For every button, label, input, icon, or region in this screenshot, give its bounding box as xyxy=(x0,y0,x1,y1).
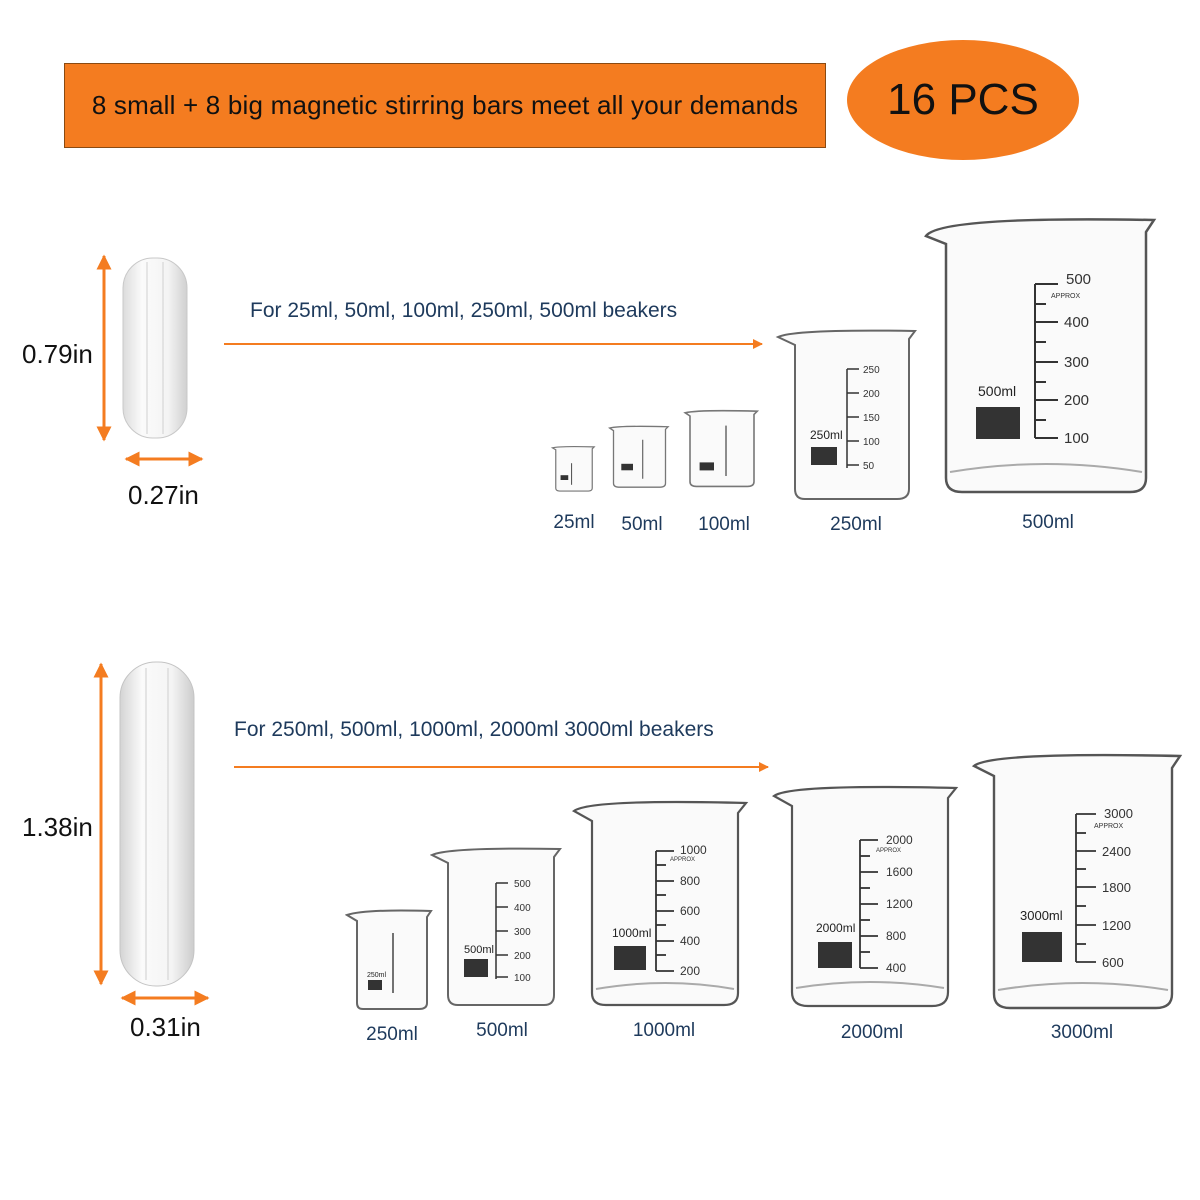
quantity-badge: 16 PCS xyxy=(847,40,1079,160)
svg-text:50: 50 xyxy=(863,461,875,472)
svg-text:100: 100 xyxy=(514,973,531,984)
beaker-250ml-label-patch xyxy=(811,447,837,465)
beaker-500ml-big-set: 500 400 300 200 100 500ml xyxy=(430,847,562,1006)
headline-banner: 8 small + 8 big magnetic stirring bars m… xyxy=(64,63,826,148)
beaker-250ml-big-set: 250ml xyxy=(345,909,433,1010)
capacity-label-250ml-big: 250ml xyxy=(366,1024,418,1045)
svg-text:400: 400 xyxy=(1064,314,1089,331)
svg-text:250: 250 xyxy=(863,365,880,376)
beaker-1000ml: 1000 APPROX 800 600 400 200 1000ml xyxy=(571,800,749,1007)
svg-text:400: 400 xyxy=(680,934,700,948)
beaker-250ml-small-set: 250 200 150 100 50 250ml xyxy=(775,329,917,500)
svg-text:3000ml: 3000ml xyxy=(1020,908,1063,923)
beaker-500ml-small-set: 500 APPROX 400 300 200 100 500ml xyxy=(924,218,1157,494)
capacity-label-250ml: 250ml xyxy=(830,514,882,535)
svg-text:1600: 1600 xyxy=(886,865,913,879)
svg-text:400: 400 xyxy=(886,961,906,975)
small-stir-bar-diagram xyxy=(96,254,204,467)
svg-text:1200: 1200 xyxy=(886,897,913,911)
small-width-label: 0.27in xyxy=(128,480,199,510)
svg-text:APPROX: APPROX xyxy=(1051,293,1081,300)
capacity-label-1000ml: 1000ml xyxy=(632,1020,696,1041)
svg-text:1000: 1000 xyxy=(680,843,707,857)
svg-text:2000ml: 2000ml xyxy=(816,921,855,935)
small-section-caption: For 25ml, 50ml, 100ml, 250ml, 500ml beak… xyxy=(250,299,678,322)
beaker-250ml-scale xyxy=(847,368,859,466)
svg-text:3000: 3000 xyxy=(1104,806,1133,821)
beaker-500ml-label-patch xyxy=(976,407,1020,439)
svg-text:250ml: 250ml xyxy=(810,428,843,442)
capacity-label-500ml-big: 500ml xyxy=(476,1020,528,1041)
beaker-25ml xyxy=(550,445,596,492)
svg-text:600: 600 xyxy=(1102,955,1124,970)
capacity-label-3000ml: 3000ml xyxy=(1050,1022,1114,1043)
svg-text:800: 800 xyxy=(886,929,906,943)
capacity-label-2000ml: 2000ml xyxy=(840,1022,904,1043)
svg-text:250ml: 250ml xyxy=(367,972,387,979)
big-stir-bar xyxy=(119,661,195,987)
svg-text:500: 500 xyxy=(1066,271,1091,288)
big-stir-bar-diagram xyxy=(93,661,210,1006)
svg-text:400: 400 xyxy=(514,903,531,914)
svg-text:2000: 2000 xyxy=(886,833,913,847)
svg-text:100: 100 xyxy=(1064,430,1089,447)
beaker-50ml xyxy=(608,425,670,488)
svg-text:2400: 2400 xyxy=(1102,844,1131,859)
big-length-label: 1.38in xyxy=(22,812,93,842)
big-section-arrow xyxy=(234,762,769,772)
quantity-text: 16 PCS xyxy=(887,75,1039,124)
capacity-label-100ml: 100ml xyxy=(698,514,750,535)
svg-text:200: 200 xyxy=(680,964,700,978)
svg-text:500ml: 500ml xyxy=(464,944,494,956)
capacity-label-50ml: 50ml xyxy=(621,514,663,535)
capacity-label-25ml: 25ml xyxy=(553,512,595,533)
capacity-label-500ml: 500ml xyxy=(1022,512,1074,533)
svg-text:1000ml: 1000ml xyxy=(612,926,651,940)
svg-text:150: 150 xyxy=(863,413,880,424)
svg-text:200: 200 xyxy=(514,951,531,962)
svg-text:APPROX: APPROX xyxy=(1094,823,1124,830)
svg-text:800: 800 xyxy=(680,874,700,888)
big-width-label: 0.31in xyxy=(130,1012,201,1042)
svg-text:600: 600 xyxy=(680,904,700,918)
big-section-caption: For 250ml, 500ml, 1000ml, 2000ml 3000ml … xyxy=(234,718,714,741)
small-stir-bar xyxy=(122,257,188,439)
beaker-100ml xyxy=(683,409,760,488)
svg-text:300: 300 xyxy=(514,927,531,938)
svg-text:100: 100 xyxy=(863,437,880,448)
headline-text: 8 small + 8 big magnetic stirring bars m… xyxy=(91,90,799,120)
beaker-2000ml: 2000 APPROX 1600 1200 800 400 2000ml xyxy=(771,785,959,1008)
small-section-arrow xyxy=(224,339,763,349)
beaker-3000ml: 3000 APPROX 2400 1800 1200 600 3000ml xyxy=(971,753,1183,1010)
svg-text:200: 200 xyxy=(1064,392,1089,409)
svg-text:500: 500 xyxy=(514,879,531,890)
beaker-500ml-scale xyxy=(1035,283,1058,439)
svg-text:1800: 1800 xyxy=(1102,880,1131,895)
svg-text:APPROX: APPROX xyxy=(670,857,695,863)
svg-text:200: 200 xyxy=(863,389,880,400)
svg-text:300: 300 xyxy=(1064,354,1089,371)
svg-text:500ml: 500ml xyxy=(978,383,1016,399)
svg-text:1200: 1200 xyxy=(1102,918,1131,933)
svg-text:APPROX: APPROX xyxy=(876,848,901,854)
small-length-label: 0.79in xyxy=(22,339,93,369)
